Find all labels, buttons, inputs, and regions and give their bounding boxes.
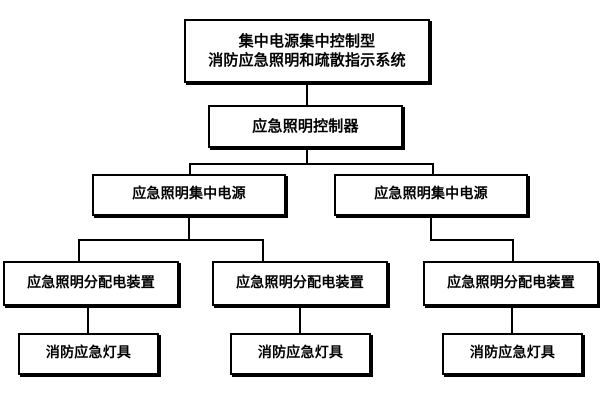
node-emergency-luminaire-1[interactable]: 消防应急灯具 (18, 333, 159, 375)
node-emergency-lighting-controller-label: 应急照明控制器 (252, 116, 359, 135)
node-emergency-luminaire-2[interactable]: 消防应急灯具 (230, 333, 371, 375)
edge-power-right-stem (430, 216, 432, 241)
node-emergency-lighting-controller[interactable]: 应急照明控制器 (208, 105, 403, 148)
edge-controller-to-power-left (189, 163, 191, 175)
edge-power-left-bus (78, 239, 264, 241)
node-distribution-device-1-label: 应急照明分配电装置 (27, 274, 155, 291)
edge-root-to-controller (306, 83, 308, 105)
node-distribution-device-3-label: 应急照明分配电装置 (447, 274, 575, 291)
edge-power-left-to-dist-2 (262, 239, 264, 261)
edge-dist-1-to-lamp-1 (87, 306, 89, 334)
edge-controller-bus (189, 163, 434, 165)
edge-power-left-stem (188, 216, 190, 241)
edge-power-right-bus (430, 239, 514, 241)
node-central-power-left[interactable]: 应急照明集中电源 (92, 174, 286, 216)
node-emergency-luminaire-3[interactable]: 消防应急灯具 (442, 333, 583, 375)
node-root-system[interactable]: 集中电源集中控制型 消防应急照明和疏散指示系统 (184, 19, 430, 83)
node-emergency-luminaire-1-label: 消防应急灯具 (45, 345, 132, 362)
edge-controller-stem (306, 148, 308, 165)
edge-controller-to-power-right (432, 163, 434, 175)
node-distribution-device-1[interactable]: 应急照明分配电装置 (3, 261, 179, 306)
edge-power-right-to-dist-3 (512, 239, 514, 261)
node-central-power-right[interactable]: 应急照明集中电源 (334, 174, 528, 216)
edge-power-left-to-dist-1 (78, 239, 80, 261)
node-root-system-label: 集中电源集中控制型 消防应急照明和疏散指示系统 (208, 31, 406, 69)
node-distribution-device-2[interactable]: 应急照明分配电装置 (212, 261, 388, 306)
node-emergency-luminaire-2-label: 消防应急灯具 (257, 345, 344, 362)
node-distribution-device-2-label: 应急照明分配电装置 (236, 274, 364, 291)
node-central-power-right-label: 应急照明集中电源 (374, 186, 488, 203)
node-distribution-device-3[interactable]: 应急照明分配电装置 (423, 261, 599, 306)
node-central-power-left-label: 应急照明集中电源 (132, 186, 246, 203)
edge-dist-2-to-lamp-2 (299, 306, 301, 334)
edge-dist-3-to-lamp-3 (511, 306, 513, 334)
node-emergency-luminaire-3-label: 消防应急灯具 (469, 345, 556, 362)
